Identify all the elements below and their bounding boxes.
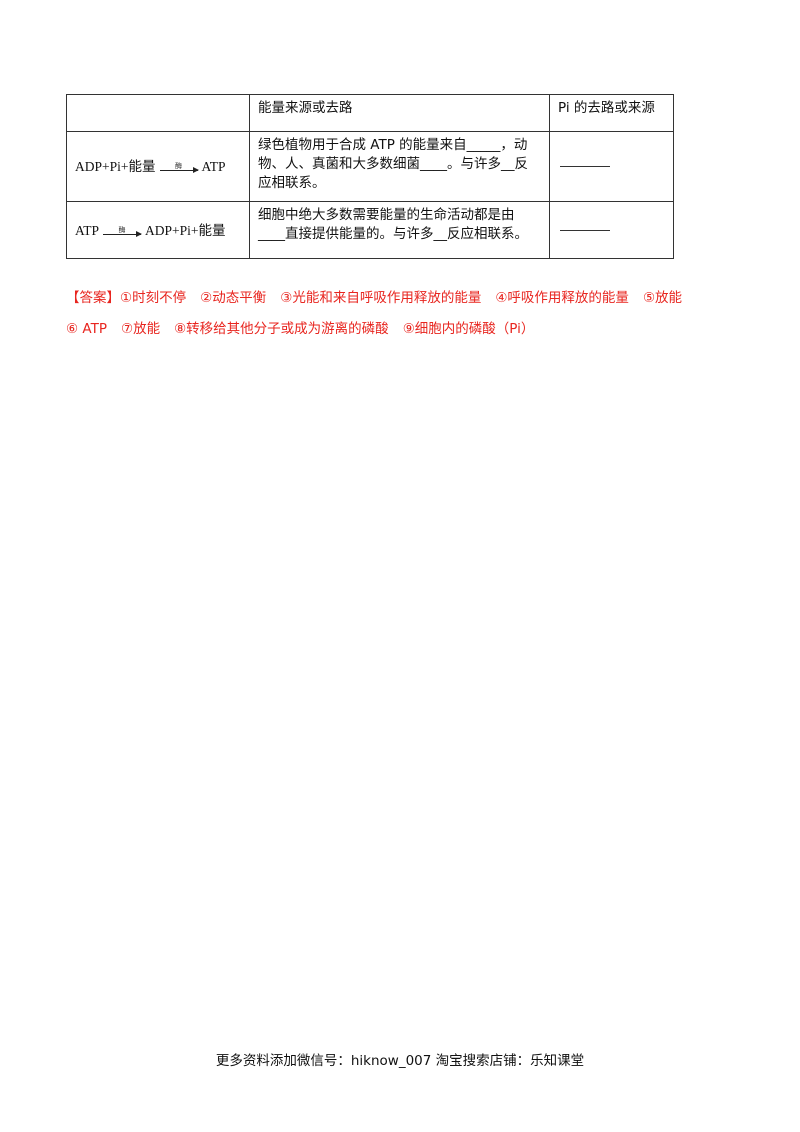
answer-blank-line: [560, 166, 610, 167]
eq-left: ATP: [75, 222, 100, 238]
answer-item: ③光能和来自呼吸作用释放的能量: [280, 290, 482, 306]
answer-item: ⑥ ATP: [66, 321, 107, 337]
answer-item: ②动态平衡: [200, 290, 267, 306]
answer-section: 【答案】①时刻不停 ②动态平衡 ③光能和来自呼吸作用释放的能量 ④呼吸作用释放的能量 ⑤…: [66, 283, 766, 345]
reaction-arrow-icon: 酶: [159, 162, 199, 173]
answer-item: ⑨细胞内的磷酸（Pi）: [402, 321, 535, 337]
atp-table: 能量来源或去路 Pi 的去路或来源 ADP+Pi+能量 酶 ATP 绿色植物用于…: [66, 94, 674, 259]
energy-destination-text: 细胞中绝大多数需要能量的生命活动都是由____直接提供能量的。与许多__反应相联…: [249, 201, 550, 259]
equation-synthesis: ADP+Pi+能量 酶 ATP: [66, 131, 250, 202]
pi-blank-cell: [549, 131, 674, 202]
energy-source-text: 绿色植物用于合成 ATP 的能量来自_____，动物、人、真菌和大多数细菌___…: [249, 131, 550, 202]
header-cell-empty: [66, 94, 250, 132]
header-cell-energy: 能量来源或去路: [249, 94, 550, 132]
reaction-arrow-icon: 酶: [102, 225, 143, 237]
answer-item: ⑤放能: [642, 290, 683, 306]
answer-item: ⑦放能: [120, 321, 161, 337]
table-row-synthesis: ADP+Pi+能量 酶 ATP 绿色植物用于合成 ATP 的能量来自_____，…: [66, 131, 674, 202]
answer-blank-line: [560, 229, 610, 231]
arrow-label: 酶: [175, 162, 182, 170]
header-cell-pi: Pi 的去路或来源: [549, 94, 674, 132]
equation-hydrolysis: ATP 酶 ADP+Pi+能量: [66, 201, 250, 259]
table-header-row: 能量来源或去路 Pi 的去路或来源: [66, 94, 674, 132]
eq-left: ADP+Pi+能量: [75, 159, 156, 174]
eq-right: ADP+Pi+能量: [145, 222, 226, 238]
footer-text: 更多资料添加微信号：hiknow_007 淘宝搜索店铺：乐知课堂: [215, 1053, 585, 1069]
table-row-hydrolysis: ATP 酶 ADP+Pi+能量 细胞中绝大多数需要能量的生命活动都是由____直…: [66, 201, 674, 259]
answer-item: ⑧转移给其他分子或成为游离的磷酸: [174, 321, 389, 337]
arrow-label: 酶: [118, 225, 126, 234]
answer-lead: 【答案】: [66, 290, 120, 306]
answer-item: ④呼吸作用释放的能量: [495, 290, 629, 306]
eq-right: ATP: [201, 159, 226, 174]
pi-blank-cell: [549, 201, 674, 259]
answer-item: ①时刻不停: [120, 290, 187, 306]
